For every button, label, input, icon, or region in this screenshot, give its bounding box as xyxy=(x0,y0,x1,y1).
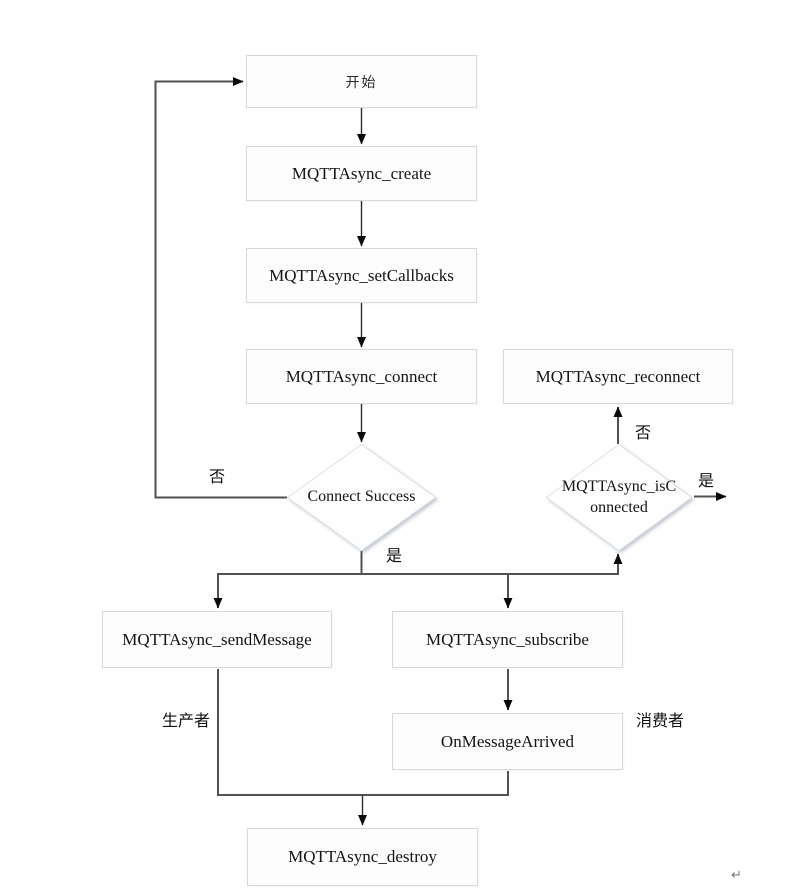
node-setcallbacks: MQTTAsync_setCallbacks xyxy=(246,248,477,303)
node-connect-success: Connect Success xyxy=(286,443,437,552)
diamond-shape xyxy=(545,443,693,552)
node-connect-success-label: Connect Success xyxy=(307,488,416,506)
edge-label-producer: 生产者 xyxy=(162,713,211,730)
node-onmessagearrived: OnMessageArrived xyxy=(392,713,623,770)
edge-label-consumer: 消费者 xyxy=(636,713,685,730)
node-start-label: 开始 xyxy=(345,75,378,91)
node-setcallbacks-label: MQTTAsync_setCallbacks xyxy=(269,265,454,285)
edge-label-yes-right: 是 xyxy=(698,473,715,490)
node-subscribe-label: MQTTAsync_subscribe xyxy=(426,629,589,649)
edge-label-no-left: 否 xyxy=(209,469,226,486)
node-connect-label: MQTTAsync_connect xyxy=(285,366,438,386)
node-isconnected: MQTTAsync_isC onnected xyxy=(545,443,693,552)
edge-label-yes-bottom: 是 xyxy=(386,548,403,565)
node-isconnected-label-line2: onnected xyxy=(590,498,648,516)
node-create-label: MQTTAsync_create xyxy=(291,163,432,183)
node-reconnect-label: MQTTAsync_reconnect xyxy=(535,366,701,386)
paragraph-return-mark: ↵ xyxy=(731,868,742,883)
node-sendmessage: MQTTAsync_sendMessage xyxy=(102,611,332,668)
node-sendmessage-label: MQTTAsync_sendMessage xyxy=(122,629,312,649)
node-subscribe: MQTTAsync_subscribe xyxy=(392,611,623,668)
node-destroy-label: MQTTAsync_destroy xyxy=(288,847,437,866)
node-reconnect: MQTTAsync_reconnect xyxy=(503,349,733,404)
node-isconnected-label-line1: MQTTAsync_isC xyxy=(561,477,677,495)
node-create: MQTTAsync_create xyxy=(246,146,477,201)
node-start: 开始 xyxy=(246,55,477,108)
node-destroy: MQTTAsync_destroy xyxy=(247,828,478,886)
diamond-shape xyxy=(286,443,437,552)
edge-label-no-right: 否 xyxy=(635,425,652,442)
node-isconnected-label: MQTTAsync_isC onnected xyxy=(546,444,692,551)
node-onmessagearrived-label: OnMessageArrived xyxy=(440,731,575,751)
node-connect: MQTTAsync_connect xyxy=(246,349,477,404)
edge-success-no-loop xyxy=(154,77,287,499)
